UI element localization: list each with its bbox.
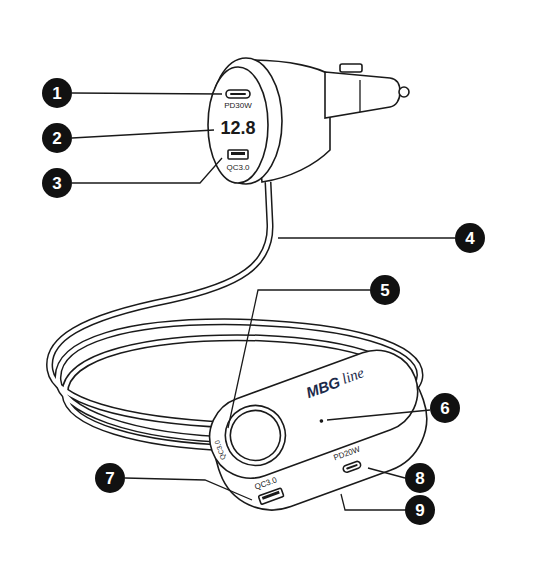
voltage-display: 12.8: [220, 119, 255, 137]
leader-line: [72, 158, 222, 183]
leader-line: [327, 410, 430, 420]
port-label: QC3.0: [214, 440, 227, 461]
callout-number: 8: [405, 463, 435, 493]
callout-text: 2: [52, 130, 61, 147]
callout-text: 9: [415, 502, 424, 519]
callout-text: 3: [52, 175, 61, 192]
usb-c-tongue: [230, 93, 246, 95]
leader-line: [72, 130, 214, 138]
callout-number: 1: [42, 78, 72, 108]
callout-text: 4: [465, 230, 474, 247]
charger-head-face: [208, 67, 268, 183]
brand-logo: line: [340, 366, 366, 388]
callout-text: 8: [415, 470, 424, 487]
leader-line: [278, 237, 455, 238]
plug-clip: [340, 64, 362, 72]
hub-usb-a-tongue: [262, 491, 280, 500]
usb-a-tongue: [231, 152, 245, 155]
leader-line: [368, 468, 405, 478]
port-label: QC3.0: [254, 476, 278, 491]
charger-plug: [325, 72, 400, 118]
leader-line: [341, 494, 405, 510]
callout-number: 4: [455, 223, 485, 253]
callout-number: 9: [405, 495, 435, 525]
callout-text: 6: [440, 400, 449, 417]
leader-line: [72, 93, 222, 94]
hub-usb-c-tongue: [346, 464, 358, 470]
hub: [198, 339, 442, 526]
callout-text: 1: [52, 85, 61, 102]
callout-text: 5: [380, 282, 389, 299]
callout-number: 2: [42, 123, 72, 153]
callout-text: 7: [105, 470, 114, 487]
port-label: PD30W: [224, 102, 252, 110]
hub-top: [198, 339, 429, 490]
callout-number: 7: [95, 463, 125, 493]
led-indicator: [319, 419, 324, 424]
hub-usb-c-port: [342, 460, 361, 473]
brand-logo: MBG: [304, 374, 342, 400]
hub-button: [223, 403, 287, 467]
hub-usb-a-port: [258, 488, 284, 505]
callout-number: 5: [370, 275, 400, 305]
port-label: QC3.0: [226, 164, 249, 172]
usb-c-port: [226, 90, 250, 98]
plug-tip: [399, 87, 409, 97]
port-label: PD20W: [333, 446, 362, 463]
plug-ridge: [359, 80, 360, 112]
callout-number: 3: [42, 168, 72, 198]
usb-a-port: [228, 150, 248, 159]
leader-line: [228, 290, 370, 428]
hub-button-ring: [217, 397, 294, 474]
callout-number: 6: [430, 393, 460, 423]
leader-line: [125, 478, 252, 500]
